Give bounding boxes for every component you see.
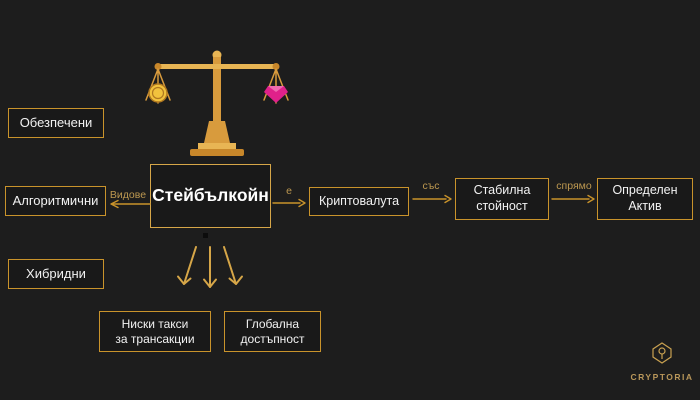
balance-scale-illustration [145, 50, 289, 156]
node-cryptocurrency: Криптовалута [309, 187, 409, 216]
edge-label-with: със [422, 180, 440, 192]
pink-gem-icon [264, 86, 288, 103]
node-type-algorithmic: Алгоритмични [5, 186, 106, 216]
node-type-collateralized: Обезпечени [8, 108, 104, 138]
node-type-hybrid: Хибридни [8, 259, 104, 289]
edge-label-is: е [286, 185, 292, 197]
cryptoria-emblem-icon [652, 342, 672, 364]
gold-coin-icon [148, 83, 168, 103]
edge-label-relative-to: спрямо [556, 180, 592, 192]
node-low-transaction-fees: Ниски такси за трансакции [99, 311, 211, 352]
cryptoria-logo: CRYPTORIA [630, 342, 694, 382]
arrows-benefits-down [177, 246, 243, 288]
arrow-with [412, 194, 452, 204]
node-specific-asset: Определен Актив [597, 178, 693, 220]
edge-label-types: Видове [109, 189, 147, 201]
node-stablecoin: Стейбълкойн [150, 164, 271, 228]
node-stable-value: Стабилна стойност [455, 178, 549, 220]
cryptoria-wordmark: CRYPTORIA [630, 372, 694, 382]
connector-dot [203, 233, 208, 238]
arrow-is [272, 198, 306, 208]
arrow-relative-to [551, 194, 595, 204]
node-global-accessibility: Глобална достъпност [224, 311, 321, 352]
arrow-types-left [110, 199, 151, 209]
